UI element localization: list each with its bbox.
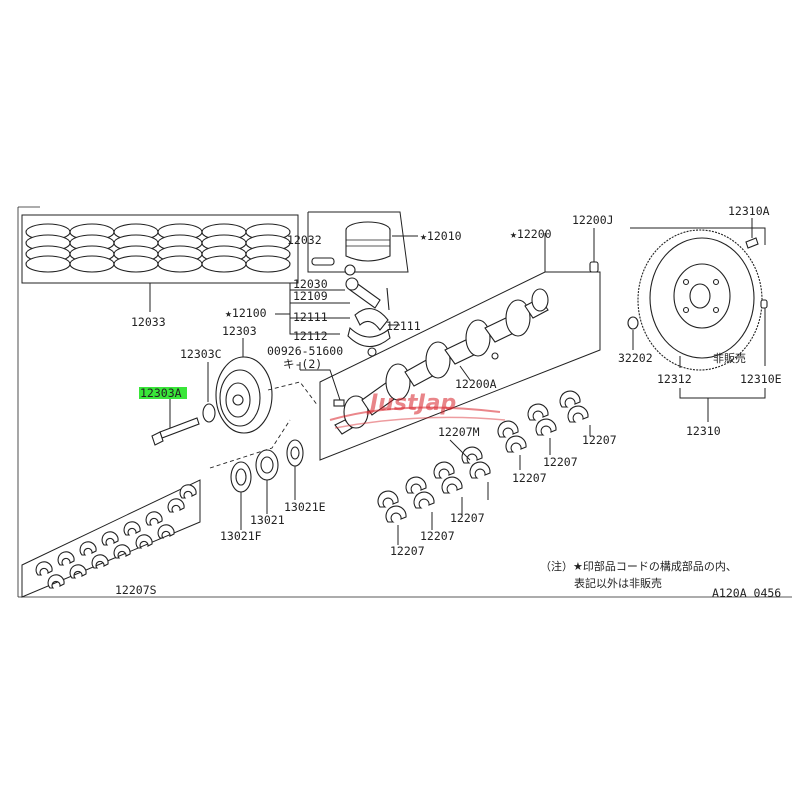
label-12111-b[interactable]: 12111 [386, 319, 421, 333]
label-12100[interactable]: ★12100 [225, 306, 267, 320]
label-13021[interactable]: 13021 [250, 513, 285, 527]
label-12310A[interactable]: 12310A [728, 204, 770, 218]
piston-rings-group: 12033 [21, 214, 299, 329]
main-bearings-group: 12207 12207 12207 12207 12207 12207 1220… [377, 390, 617, 558]
label-12200J[interactable]: 12200J [572, 213, 614, 227]
label-12033[interactable]: 12033 [131, 315, 166, 329]
label-12207-6[interactable]: 12207 [582, 433, 617, 447]
label-12312[interactable]: 12312 [657, 372, 692, 386]
piston-ring-stacks [25, 223, 291, 273]
label-12030[interactable]: 12030 [293, 277, 328, 291]
label-12207M[interactable]: 12207M [438, 425, 480, 439]
label-12207-4[interactable]: 12207 [512, 471, 547, 485]
label-12303A[interactable]: 12303A [140, 386, 182, 400]
label-00926-51600[interactable]: 00926-51600 [267, 344, 343, 358]
flywheel-group: 12310A 32202 12310E 12312 非販売 12310 [618, 204, 782, 438]
pin-12310E [760, 299, 768, 309]
piston-group: 12032 ★12010 [287, 211, 462, 276]
label-12112[interactable]: 12112 [293, 329, 328, 343]
bushing-32202 [627, 316, 639, 330]
bearing-shells-main [377, 390, 589, 523]
label-32202[interactable]: 32202 [618, 351, 653, 365]
label-12032[interactable]: 12032 [287, 233, 322, 247]
note-line-2: 表記以外は非販売 [574, 576, 662, 590]
bearing-shells-lower [35, 484, 197, 589]
conrod-group: 12030 12109 ★12100 12111 12111 12112 [225, 277, 421, 357]
bearing-set-12207S: 12207S [21, 479, 201, 598]
label-key[interactable]: キ-(2) [283, 357, 322, 371]
diagram-code: A120A 0456 [712, 586, 781, 600]
watermark: JustJap [329, 391, 506, 429]
bolt-12303A [159, 417, 200, 439]
highlight-12303A [139, 387, 187, 399]
crankshaft-group: ★12200 12200A 12200J [319, 213, 614, 461]
label-12207-1[interactable]: 12207 [390, 544, 425, 558]
gears-group: 13021F 13021 13021E [220, 439, 326, 543]
label-12310E[interactable]: 12310E [740, 372, 782, 386]
pulley-group: 12303 12303C 12303A [139, 324, 319, 469]
label-12109[interactable]: 12109 [293, 289, 328, 303]
label-12207-3[interactable]: 12207 [450, 511, 485, 525]
washer-12303C [202, 403, 216, 423]
conrod-big-end [354, 308, 389, 331]
label-12303[interactable]: 12303 [222, 324, 257, 338]
note-line-1: （注）★印部品コードの構成部品の内、 [540, 559, 737, 573]
label-12303C[interactable]: 12303C [180, 347, 222, 361]
label-12200A[interactable]: 12200A [455, 377, 497, 391]
label-13021F[interactable]: 13021F [220, 529, 262, 543]
label-12207S[interactable]: 12207S [115, 583, 157, 597]
label-12207-5[interactable]: 12207 [543, 455, 578, 469]
conrod-cap [347, 326, 391, 348]
label-12207-2[interactable]: 12207 [420, 529, 455, 543]
piston-rings-box [21, 214, 299, 284]
bolt-12310A [745, 237, 759, 249]
pin-12200J [589, 261, 599, 273]
watermark-text: JustJap [366, 391, 456, 416]
bearing-set-box [21, 479, 201, 598]
label-12310[interactable]: 12310 [686, 424, 721, 438]
piston-pin [311, 257, 335, 266]
crankshaft [334, 288, 549, 435]
label-12010[interactable]: ★12010 [420, 229, 462, 243]
label-12200[interactable]: ★12200 [510, 227, 552, 241]
crankshaft-box [319, 271, 601, 461]
label-13021E[interactable]: 13021E [284, 500, 326, 514]
label-not-sold: 非販売 [713, 352, 746, 365]
key-group: 00926-51600 キ-(2) [267, 344, 345, 407]
woodruff-key [333, 399, 345, 407]
label-12111-a[interactable]: 12111 [293, 310, 328, 324]
